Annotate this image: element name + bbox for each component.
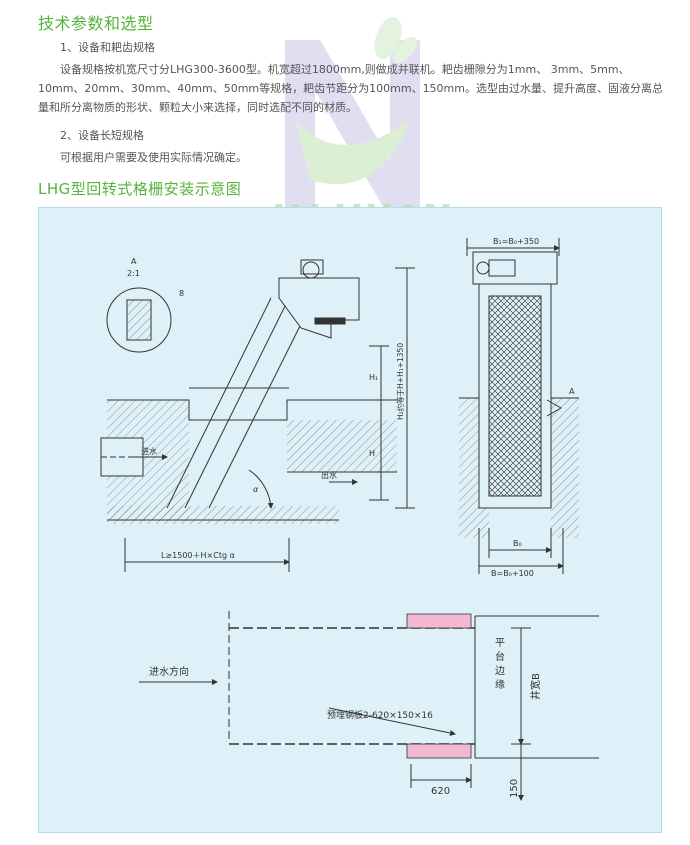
front-view (459, 238, 579, 574)
angle-label: α (253, 485, 259, 494)
embedded-plate-top (406, 613, 472, 629)
leaf-icon (374, 16, 417, 64)
dim-150-label: 150 (509, 779, 520, 798)
item1-title: 1、设备和耙齿规格 (60, 41, 155, 54)
item2-title: 2、设备长短规格 (60, 129, 144, 142)
well-width-label: 井宽B (529, 673, 542, 700)
item1-text: 设备规格按机宽尺寸分LHG300-3600型。机宽超过1800mm,则做成并联机… (38, 63, 663, 114)
lvhuan-logo-watermark (285, 16, 420, 210)
bottom-width-label: B=B₀+100 (491, 569, 534, 578)
length-label: L≥1500＋H×Ctg α (161, 551, 235, 560)
detail-scale: 2:1 (127, 269, 140, 278)
inner-width-label: B₀ (513, 539, 522, 548)
top-width-label: B₁=B₀+350 (493, 237, 539, 246)
h1-label: H₁ (369, 373, 378, 382)
svg-text:平台边缘: 平台边缘 (495, 638, 505, 691)
installation-drawing: A 2:1 8 进水 出水 α H₁ H H₂约等于H+H₁+1350 L≥15… (100, 237, 599, 801)
detail-label: A (131, 257, 137, 266)
installation-drawing-panel: A 2:1 8 进水 出水 α H₁ H H₂约等于H+H₁+1350 L≥15… (38, 207, 662, 833)
side-view (100, 259, 415, 572)
plan-view (139, 611, 599, 801)
section-title-tech-params: 技术参数和选型 (38, 14, 154, 33)
outflow-label: 出水 (321, 470, 337, 480)
dim-620-label: 620 (431, 786, 450, 797)
embedded-plate-label: 预埋钢板2-620×150×16 (327, 709, 433, 721)
h-label: H (369, 449, 375, 458)
platform-edge-label: 平台边缘 (495, 638, 505, 691)
roughness-mark: 8 (179, 289, 184, 298)
section-title-installation-diagram: LHG型回转式格栅安装示意图 (38, 180, 242, 198)
inflow-direction-label: 进水方向 (149, 665, 189, 678)
inflow-label: 进水 (141, 446, 157, 456)
embedded-plate-bottom (406, 743, 472, 759)
detail-marker: A (569, 387, 575, 396)
total-height-label: H₂约等于H+H₁+1350 (395, 343, 405, 420)
item2-text: 可根据用户需要及使用实际情况确定。 (60, 151, 247, 164)
